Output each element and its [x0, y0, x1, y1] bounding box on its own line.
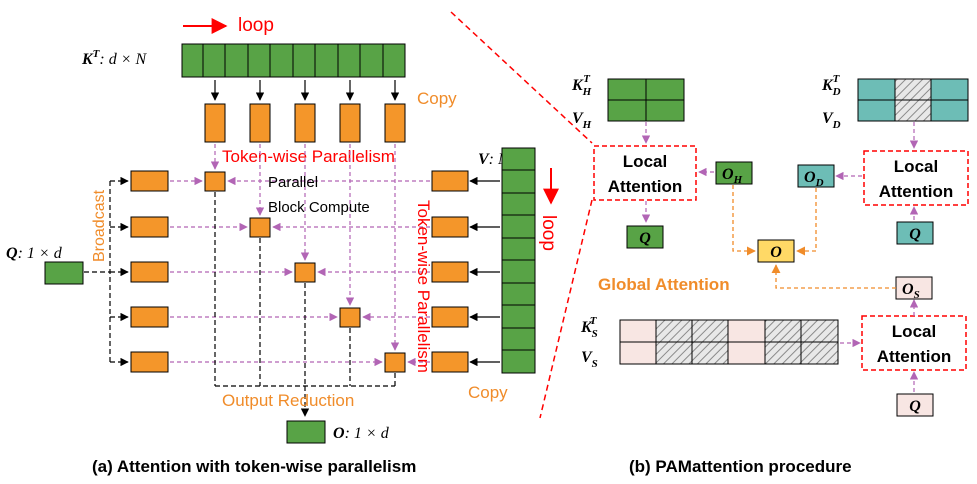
local-attention-d [863, 150, 969, 206]
loop-label-right: loop [538, 215, 559, 251]
copy-label-bottom: Copy [468, 383, 508, 402]
block-compute-label: Block Compute [268, 199, 370, 216]
kh-label: KHT [571, 73, 592, 98]
output-reduction-label: Output Reduction [222, 391, 354, 410]
kt-copy-arrows [210, 80, 400, 101]
global-attention-label: Global Attention [598, 275, 730, 294]
local-attention-h [593, 145, 697, 201]
copy-label-top: Copy [417, 89, 457, 108]
k-copies [204, 103, 406, 143]
token-parallelism-vertical: Token-wise Parallelism [414, 200, 433, 373]
kt-label: KT: d × N [81, 48, 148, 68]
purple-flow-lines [170, 144, 430, 367]
local-attention-d-line2: Attention [879, 182, 954, 201]
local-attention-s-line1: Local [892, 322, 936, 341]
o-d-block [797, 164, 835, 188]
zoom-line-bottom [539, 199, 593, 419]
v-matrix [501, 147, 536, 374]
zoom-line-top [450, 11, 593, 144]
parallel-label: Parallel [268, 174, 318, 191]
kh-vh-matrix [607, 78, 685, 122]
v-copy-arrows [469, 176, 500, 367]
o-h-label: OH [722, 166, 743, 186]
local-attention-h-line2: Attention [608, 177, 683, 196]
kt-matrix [181, 43, 406, 78]
local-attention-s-line2: Attention [877, 347, 952, 366]
caption-a: (a) Attention with token-wise parallelis… [92, 457, 416, 476]
q-block [44, 261, 84, 285]
o-global-block [757, 239, 795, 263]
output-reduction-tree [214, 192, 396, 417]
o-global-label: O [770, 244, 782, 261]
q-h-label: Q [639, 230, 651, 247]
q-s-label: Q [909, 398, 921, 415]
right-purple-arrows [641, 122, 919, 392]
ks-vs-matrix [619, 319, 839, 365]
kd-label: KDT [821, 73, 841, 98]
v-copies [431, 170, 469, 373]
vd-label: VD [822, 110, 841, 131]
vh-label: VH [572, 110, 592, 131]
o-block [286, 420, 326, 444]
ks-label: KST [580, 315, 598, 340]
local-attention-h-line1: Local [623, 152, 667, 171]
o-h-block [715, 161, 753, 185]
broadcast-label: Broadcast [91, 189, 108, 262]
caption-b: (b) PAMattention procedure [629, 457, 852, 476]
local-attention-d-line1: Local [894, 157, 938, 176]
q-d-label: Q [909, 226, 921, 243]
global-attention-arrows [732, 185, 896, 289]
q-copies [130, 170, 169, 373]
compute-blocks [204, 171, 406, 373]
q-s-block [896, 393, 934, 417]
token-parallelism-horizontal: Token-wise Parallelism [222, 147, 395, 166]
q-label: Q: 1 × d [6, 245, 63, 262]
q-d-block [896, 221, 934, 245]
broadcast-tree [84, 176, 129, 367]
o-label: O: 1 × d [333, 425, 390, 442]
o-s-label: OS [902, 281, 920, 301]
loop-label-top: loop [238, 15, 274, 36]
o-d-label: OD [804, 169, 824, 189]
vs-label: VS [581, 349, 598, 370]
q-h-block [626, 225, 664, 249]
kd-vd-matrix [857, 78, 969, 122]
